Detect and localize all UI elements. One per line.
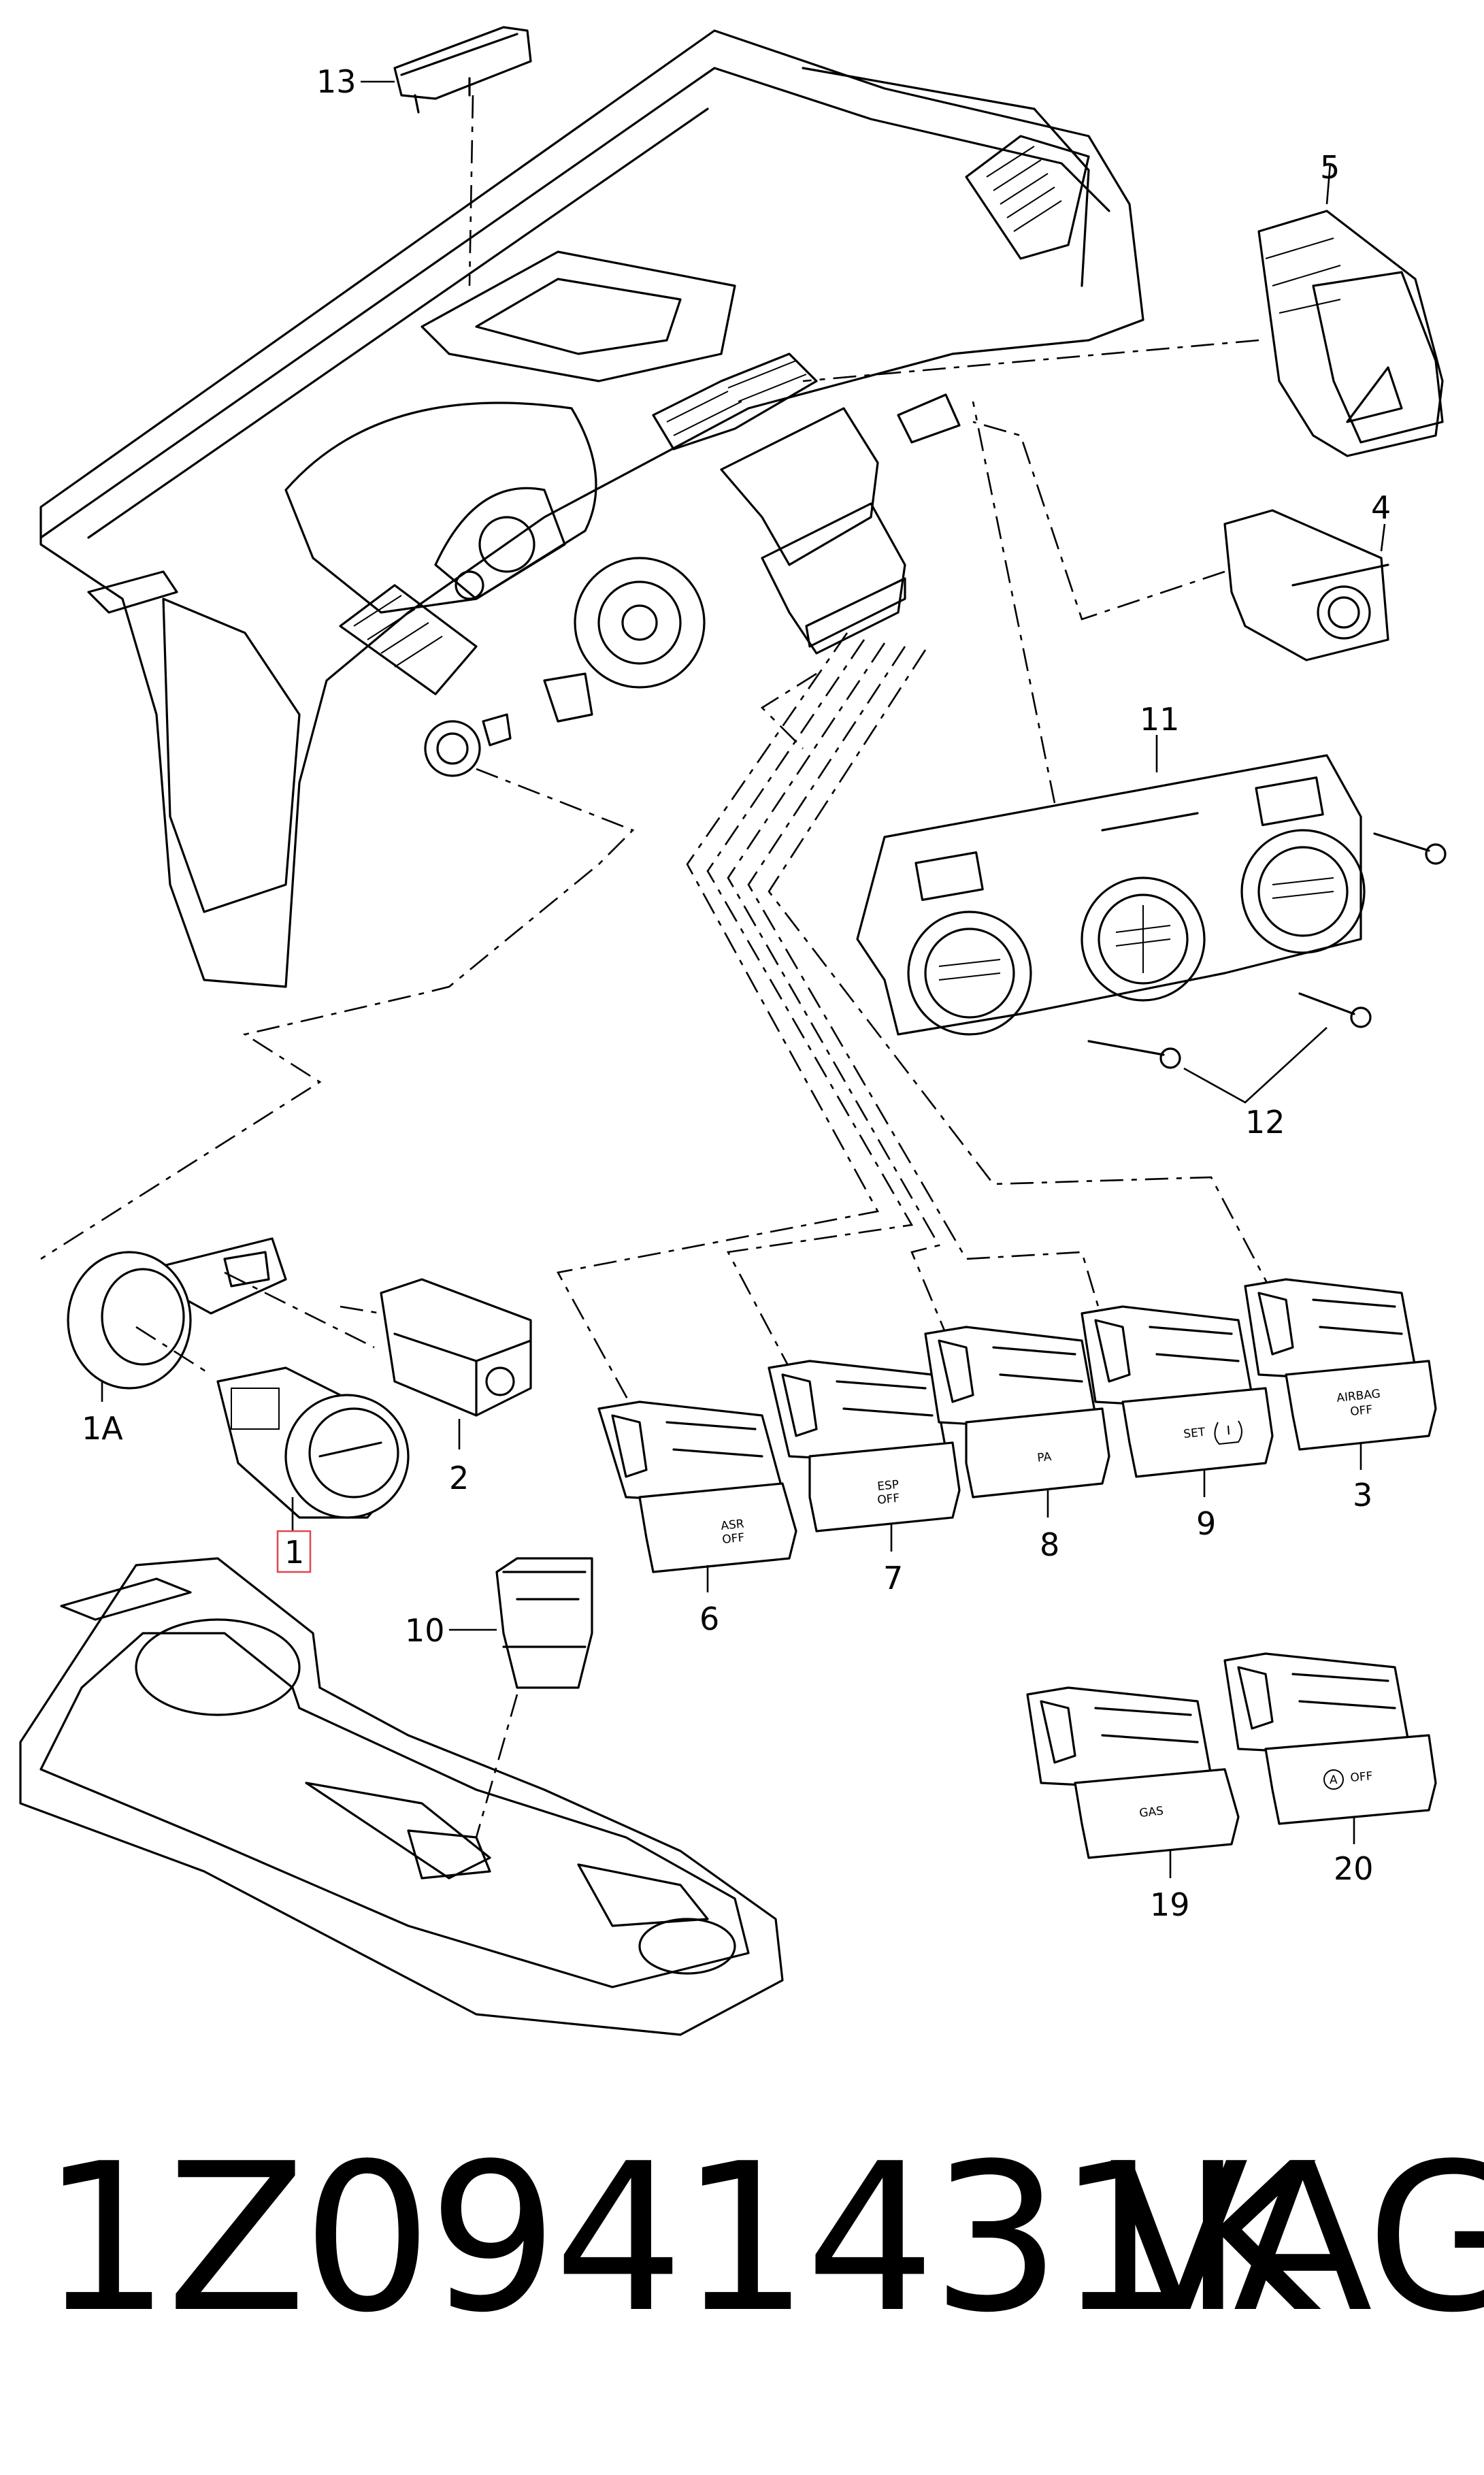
callout-1: 1 xyxy=(284,1534,304,1571)
callout-1a: 1A xyxy=(82,1410,123,1447)
callout-19: 19 xyxy=(1150,1886,1190,1923)
auto-start-stop-icon xyxy=(1323,1769,1344,1790)
esp-label-line1: ESP xyxy=(876,1478,900,1494)
dashed-routing-lines xyxy=(40,632,1274,1409)
part-9-set-switch xyxy=(1081,1305,1274,1497)
callout-8: 8 xyxy=(1040,1526,1059,1563)
part-2-switch xyxy=(340,1278,532,1449)
part-11-climate-control xyxy=(856,401,1447,1104)
gas-label: GAS xyxy=(1138,1804,1164,1820)
callout-4: 4 xyxy=(1371,489,1391,526)
callout-2: 2 xyxy=(449,1460,469,1496)
button-face-labels: ASR OFF ESP OFF PA SET AIRBAG OFF GAS A … xyxy=(720,1387,1381,1820)
part-20-a-off-switch xyxy=(1223,1652,1437,1844)
pa-label: PA xyxy=(1036,1450,1052,1465)
part-4-switch xyxy=(972,421,1389,661)
a-off-label: OFF xyxy=(1350,1769,1374,1785)
center-console-illustration xyxy=(19,1557,784,2036)
callout-10: 10 xyxy=(405,1612,445,1649)
callout-6: 6 xyxy=(699,1601,719,1637)
part-6-asr-switch xyxy=(597,1400,797,1592)
callout-5: 5 xyxy=(1320,149,1340,186)
set-label: SET xyxy=(1183,1426,1206,1441)
part-5-hazard-switch xyxy=(802,163,1444,457)
callout-9: 9 xyxy=(1196,1505,1216,1542)
callout-numbers: 13 5 4 11 12 1A 2 1 10 6 7 8 9 3 19 20 xyxy=(82,63,1391,1923)
part-10-switch xyxy=(449,1557,593,1838)
brand-name: VAG xyxy=(1109,2120,1484,2357)
callout-3: 3 xyxy=(1353,1477,1372,1513)
asr-label-line1: ASR xyxy=(720,1517,744,1532)
asr-label-line2: OFF xyxy=(721,1531,745,1547)
part-13-vent-clip xyxy=(361,26,532,286)
airbag-label-line2: OFF xyxy=(1349,1403,1373,1419)
part-19-gas-switch xyxy=(1026,1686,1240,1878)
part-3-airbag-switch xyxy=(1244,1278,1437,1470)
esp-label-line2: OFF xyxy=(876,1492,900,1507)
part-1a-switch-bezel xyxy=(67,1237,375,1402)
callout-13: 13 xyxy=(316,63,357,100)
part-1-highlight-box xyxy=(276,1530,312,1573)
part-1-headlight-switch xyxy=(135,1326,410,1531)
part-number: 1Z0941431K xyxy=(41,2120,1317,2357)
a-off-icon-letter: A xyxy=(1330,1773,1338,1787)
callout-7: 7 xyxy=(883,1560,903,1596)
callout-11: 11 xyxy=(1140,701,1180,738)
callout-20: 20 xyxy=(1334,1850,1374,1887)
part-8-pa-switch xyxy=(924,1326,1110,1518)
tire-pressure-icon xyxy=(1214,1420,1242,1445)
part-7-esp-switch xyxy=(768,1360,961,1552)
dashboard-illustration xyxy=(39,29,1144,988)
callout-12: 12 xyxy=(1245,1104,1285,1141)
